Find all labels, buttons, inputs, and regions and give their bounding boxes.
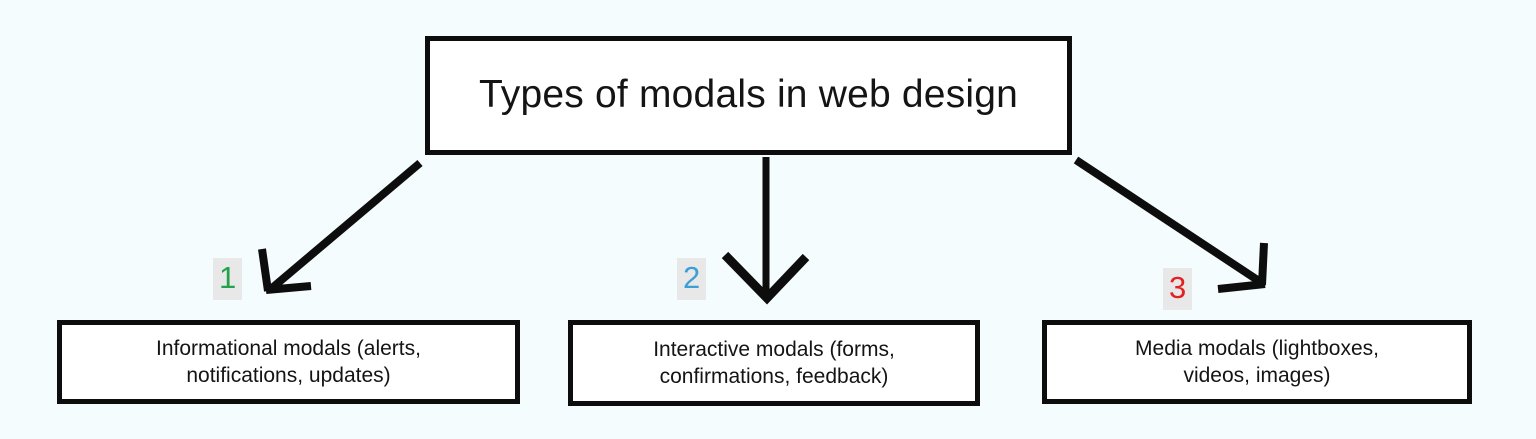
branch-marker-3: 3 xyxy=(1163,268,1193,310)
diagram-title-label: Types of modals in web design xyxy=(478,72,1019,116)
branch-marker-1: 1 xyxy=(213,258,243,300)
arrow-down-icon xyxy=(721,157,810,305)
branch-marker-2: 2 xyxy=(677,258,707,300)
branch-label-2-line2: confirmations, feedback) xyxy=(659,365,889,388)
branch-label-1-line1: Informational modals (alerts, xyxy=(156,337,421,360)
branch-box-media-modals: Media modals (lightboxes, videos, images… xyxy=(1042,320,1472,404)
branch-label-1: Informational modals (alerts, notificati… xyxy=(146,335,431,389)
branch-label-1-line2: notifications, updates) xyxy=(186,364,391,387)
branch-label-3-line2: videos, images) xyxy=(1183,364,1331,387)
branch-label-3: Media modals (lightboxes, videos, images… xyxy=(1125,335,1389,389)
diagram-title-box: Types of modals in web design xyxy=(425,36,1072,155)
branch-box-interactive-modals: Interactive modals (forms, confirmations… xyxy=(568,320,980,406)
branch-box-informational-modals: Informational modals (alerts, notificati… xyxy=(57,320,520,404)
arrow-down-left-icon xyxy=(258,159,423,294)
branch-label-3-line1: Media modals (lightboxes, xyxy=(1135,337,1379,360)
branch-label-2: Interactive modals (forms, confirmations… xyxy=(643,336,905,390)
branch-label-2-line1: Interactive modals (forms, xyxy=(653,338,895,361)
